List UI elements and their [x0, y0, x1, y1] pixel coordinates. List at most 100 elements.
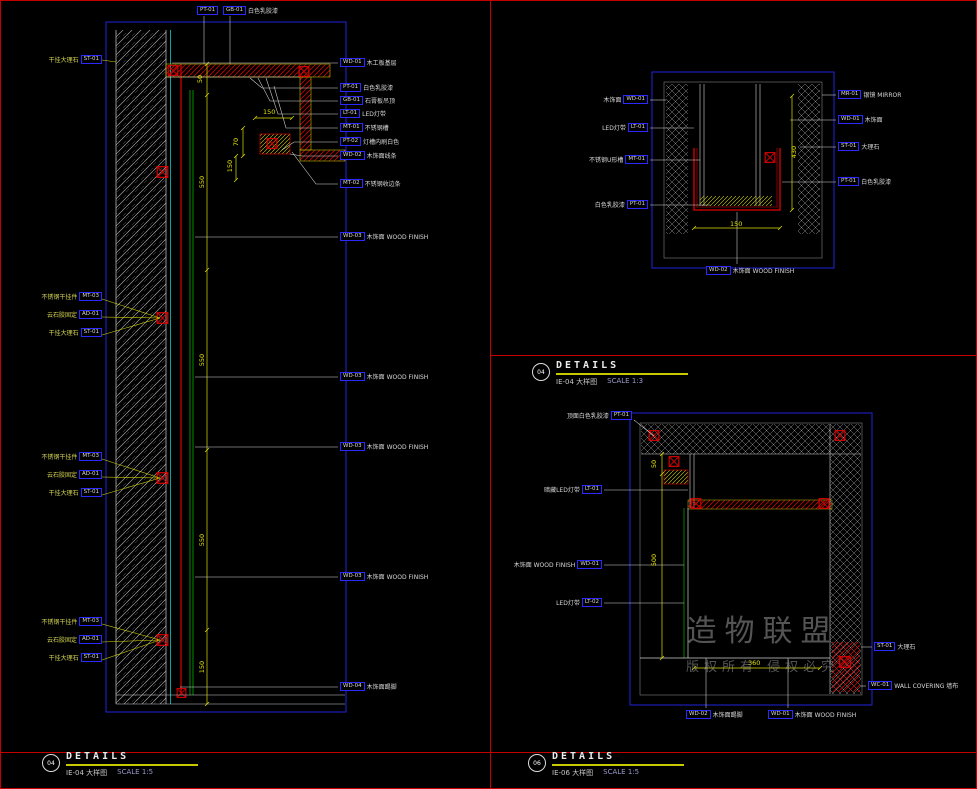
callout-code: WD-04 — [340, 682, 365, 691]
dimension-label: 150 — [263, 108, 276, 116]
callout-code: WD-01 — [577, 560, 602, 569]
dimension-label: 550 — [198, 175, 207, 189]
callout-label: 云石胶固定 — [47, 637, 78, 644]
callout-code: WD-03 — [340, 372, 365, 381]
callout-label: 白色乳胶漆 — [861, 179, 892, 186]
callout-label: 木饰面踢脚 — [366, 684, 397, 691]
callout-code: LT-01 — [340, 109, 361, 118]
callout-code: LT-01 — [581, 485, 602, 494]
title-underline — [552, 764, 684, 766]
callout-code: MT-03 — [79, 452, 102, 461]
callout-label: 顶面白色乳胶漆 — [566, 413, 609, 420]
callout-label: 木饰面 WOOD FINISH — [366, 234, 429, 241]
callout-code: AD-01 — [79, 310, 102, 319]
callout-label: 白色乳胶漆 — [363, 85, 394, 92]
callout-label: 不锈钢U形槽 — [589, 157, 624, 164]
callout-code: GB-01 — [340, 96, 364, 105]
titleblock-text: DETAILS IE-04 大样图 SCALE 1:3 — [556, 360, 688, 387]
callout-code: MT-01 — [625, 155, 648, 164]
titleblock-left: 04 DETAILS IE-04 大样图 SCALE 1:5 — [42, 751, 198, 778]
callout-code: MT-03 — [79, 617, 102, 626]
callout-label: 不锈钢槽 — [364, 125, 389, 132]
callout-code: WD-03 — [340, 232, 365, 241]
dimension-label: 150 — [226, 159, 235, 173]
dimension-label: 360 — [748, 659, 761, 667]
detail-number: 04 — [537, 368, 545, 376]
wall-hatch — [116, 30, 166, 704]
top-right-detail-drawing — [650, 71, 836, 269]
callout-label: 木工板基层 — [366, 60, 397, 67]
callout-label: 石膏板吊顶 — [365, 98, 396, 105]
callout-label: 木饰面线条 — [366, 153, 397, 160]
callout-code: MT-03 — [79, 292, 102, 301]
titleblock-mid: 04 DETAILS IE-04 大样图 SCALE 1:3 — [532, 360, 688, 387]
title-underline — [556, 373, 688, 375]
callout-label: 不锈钢干挂件 — [41, 294, 78, 301]
callout-label: 不锈钢干挂件 — [41, 454, 78, 461]
detail-code: IE-04 大样图 — [556, 378, 598, 386]
callout-label: 大理石 — [861, 144, 880, 151]
detail-code: IE-06 大样图 — [552, 769, 594, 777]
left-top-dims — [233, 115, 295, 183]
callout-code: ST-01 — [874, 642, 896, 651]
dimension-label: 550 — [198, 353, 207, 367]
callout-label: 暗藏LED灯带 — [544, 487, 580, 494]
callout-code: WD-03 — [340, 572, 365, 581]
left-leaders-right — [172, 62, 338, 688]
callout-code: PT-01 — [610, 411, 632, 420]
callout: GB-01 白色乳胶漆 — [223, 6, 278, 15]
callout-label: 不锈钢干挂件 — [41, 619, 78, 626]
callout-code: PT-01 — [197, 6, 219, 15]
title-underline — [66, 764, 198, 766]
callout-label: 大理石 — [897, 644, 916, 651]
dimension-label: 430 — [790, 145, 799, 159]
callout-code: PT-01 — [838, 177, 860, 186]
callout-label: 白色乳胶漆 — [594, 202, 625, 209]
callout-code: PT-01 — [340, 83, 362, 92]
callout-label: WALL COVERING 墙布 — [894, 683, 959, 690]
callout-code: AD-01 — [79, 470, 102, 479]
callout-code: ST-01 — [80, 55, 102, 64]
detail-title: DETAILS — [552, 751, 616, 762]
titleblock-text: DETAILS IE-06 大样图 SCALE 1:5 — [552, 751, 684, 778]
callout-code: LT-02 — [581, 598, 602, 607]
callout-code: GB-01 — [223, 6, 247, 15]
callout-code: MT-01 — [340, 123, 363, 132]
dimension-label: 150 — [730, 220, 743, 228]
callout-code: ST-01 — [838, 142, 860, 151]
tr-dims — [691, 93, 795, 231]
callout-code: WD-01 — [768, 710, 793, 719]
callout: PT-01 — [197, 6, 219, 15]
detail-number: 06 — [533, 759, 541, 767]
dimension-label: 50 — [196, 74, 205, 84]
callout-code: WD-01 — [623, 95, 648, 104]
callout-code: AD-01 — [79, 635, 102, 644]
callout-code: WC-01 — [868, 681, 893, 690]
callout-label: 木饰面踢脚 — [712, 712, 743, 719]
callout-label: 不锈钢收边条 — [364, 181, 401, 188]
callout-code: WD-01 — [340, 58, 365, 67]
